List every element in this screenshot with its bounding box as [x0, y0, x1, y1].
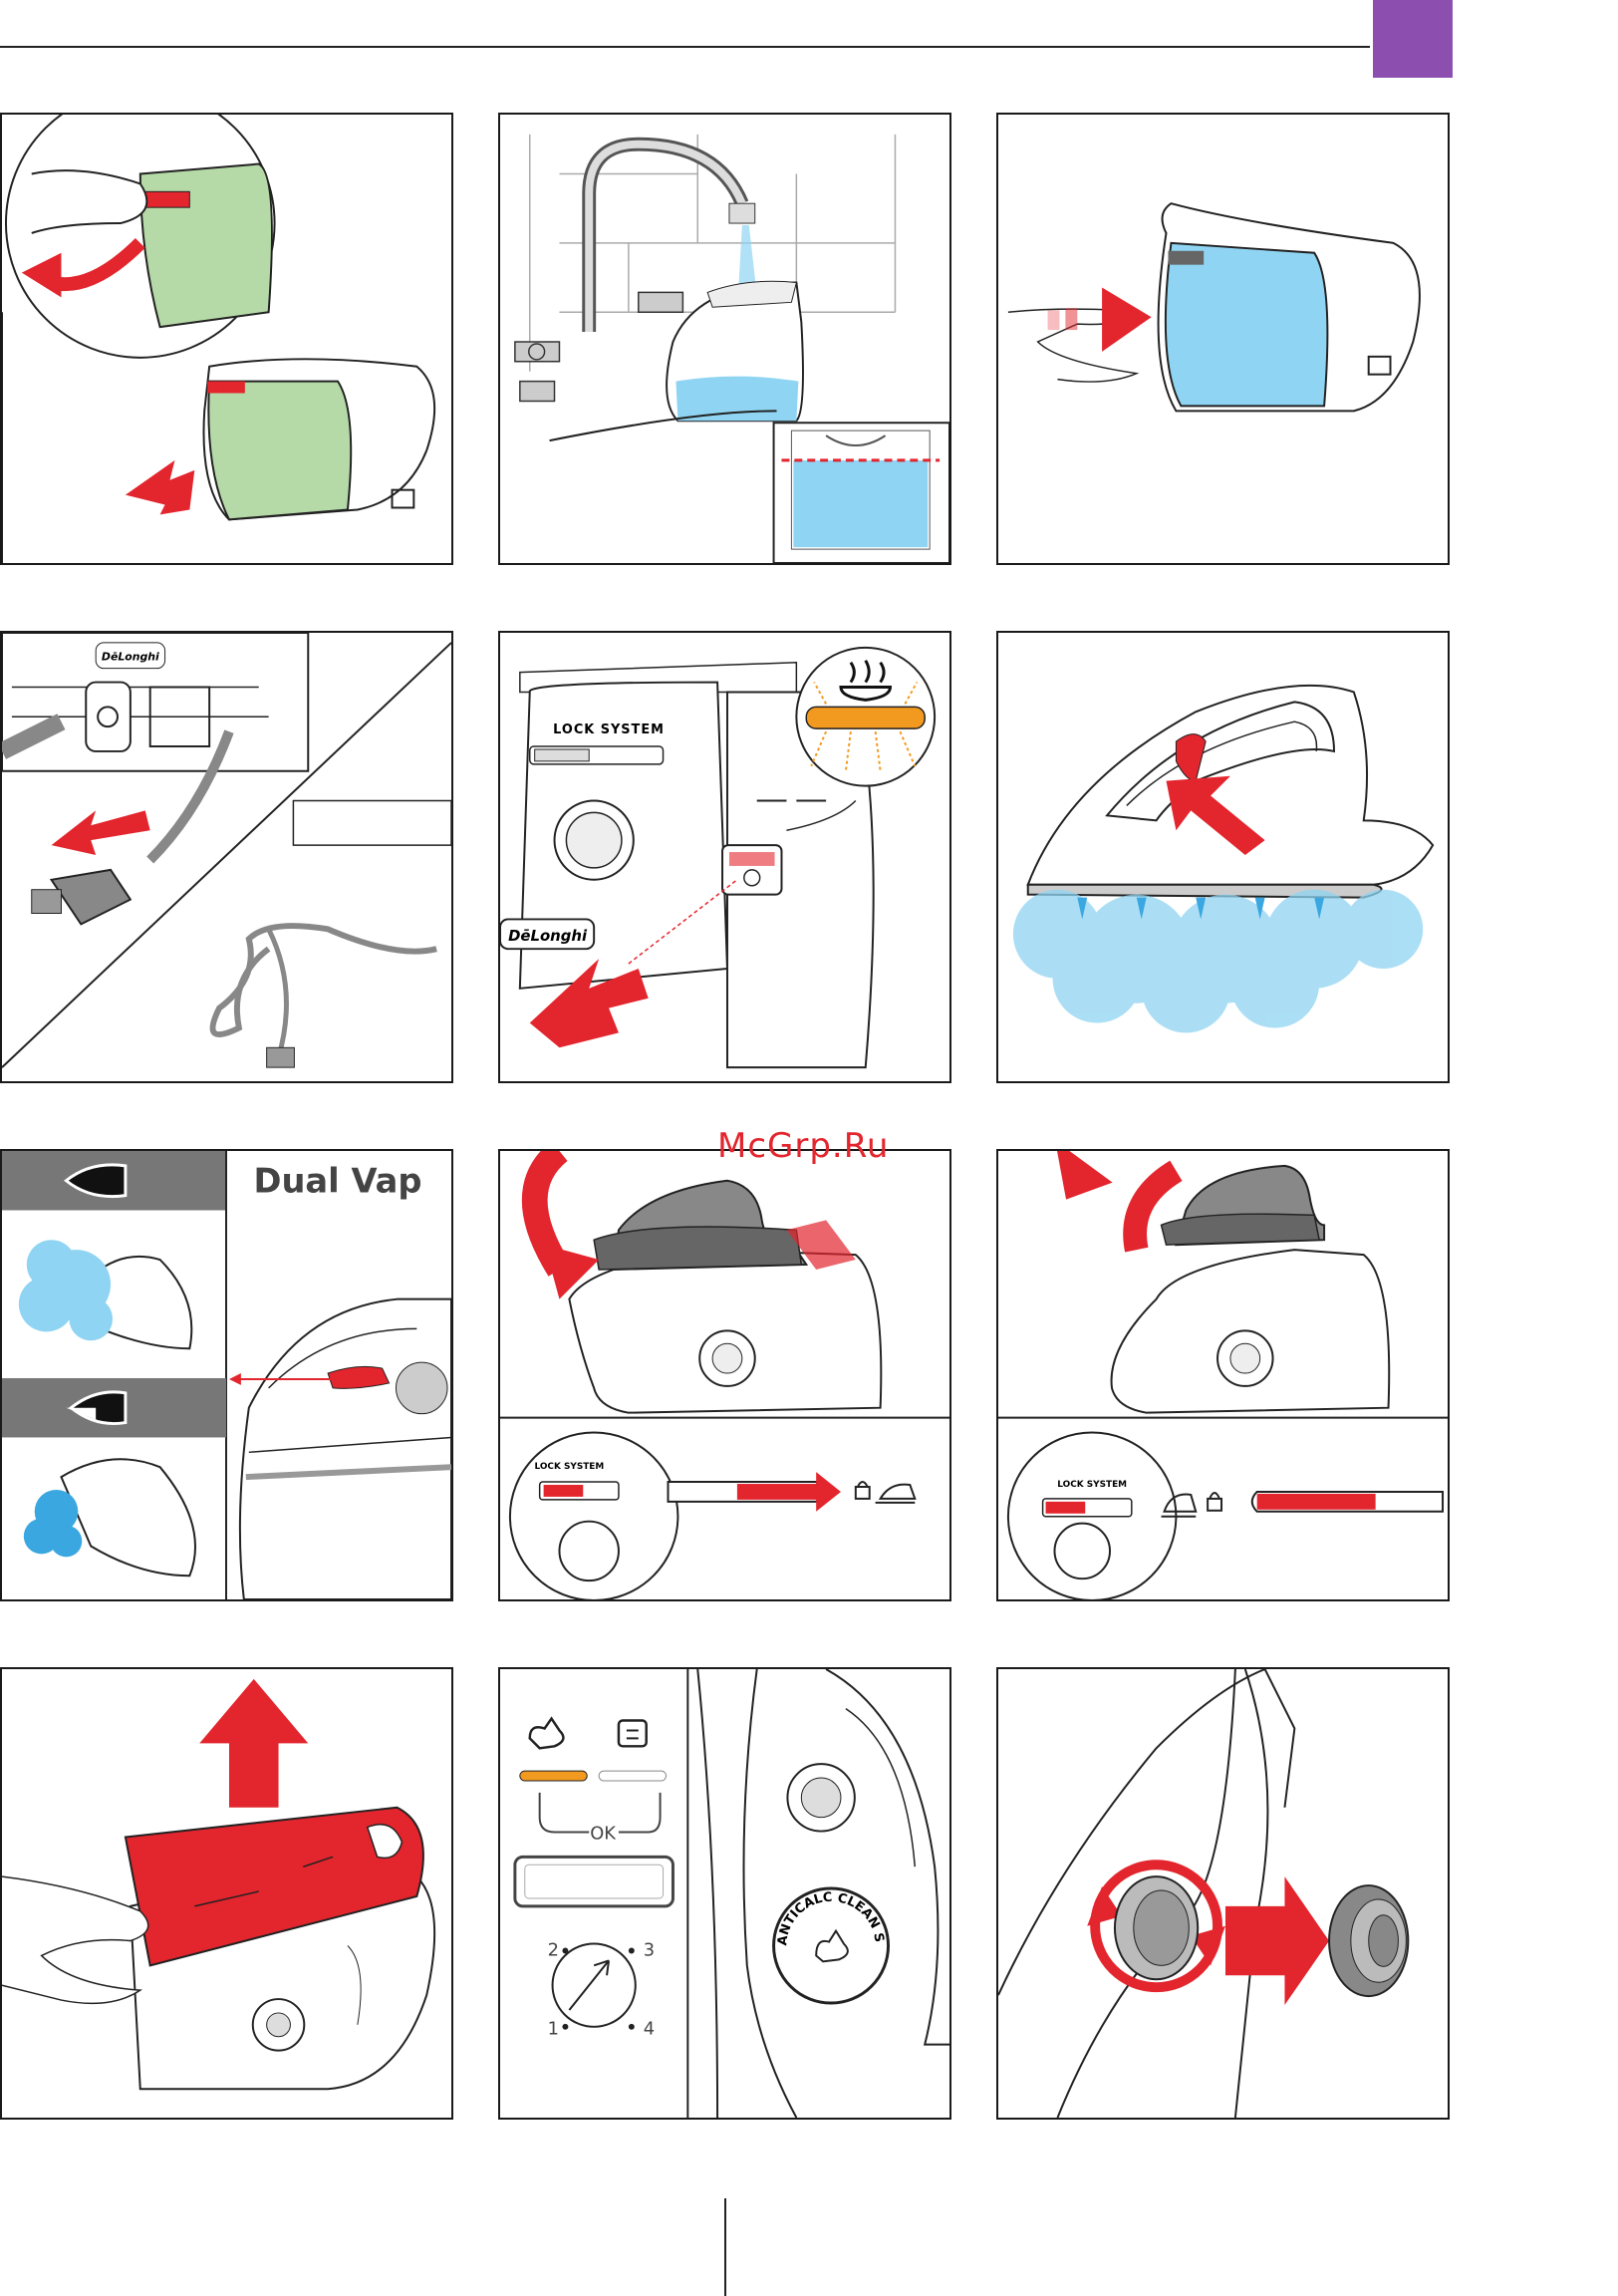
insert-tank-illustration [998, 115, 1448, 563]
panel-dual-vap: Dual Vap [0, 1149, 453, 1601]
fill-water-illustration [500, 115, 949, 563]
ok-label: OK [590, 1823, 617, 1844]
panel-remove-tray [0, 1667, 453, 2120]
anticalc-cap-illustration [998, 1669, 1448, 2118]
dial-label-2: 2 [548, 1939, 559, 1960]
watermark: McGrp.Ru [717, 1126, 889, 1166]
panel-anticalc: OK 2 3 1 4 ANTICALC CLEAN SYSTEM [498, 1667, 951, 2120]
section-tab [1373, 0, 1453, 78]
panel-fill-water [498, 113, 951, 565]
bottom-rule [724, 2198, 726, 2296]
lock-on-illustration: LOCK SYSTEM [500, 1151, 949, 1599]
panel-remove-tank [0, 113, 453, 565]
dial-label-3: 3 [644, 1939, 655, 1960]
lock-system-label: LOCK SYSTEM [1057, 1480, 1127, 1490]
panel-lock-off: LOCK SYSTEM [996, 1149, 1450, 1601]
panel-plug-cable: DēLonghi [0, 631, 453, 1083]
lock-system-label: LOCK SYSTEM [534, 1462, 604, 1472]
steam-iron-illustration [998, 633, 1448, 1081]
anticalc-illustration: OK 2 3 1 4 ANTICALC CLEAN SYSTEM [500, 1669, 949, 2118]
panel-power-on: LOCK SYSTEM DēLonghi [498, 631, 951, 1083]
panel-lock-on: LOCK SYSTEM [498, 1149, 951, 1601]
dial-label-1: 1 [548, 2019, 559, 2040]
plug-cable-illustration: DēLonghi [2, 633, 451, 1081]
brand-logo: DēLonghi [102, 651, 159, 664]
lock-off-illustration: LOCK SYSTEM [998, 1151, 1448, 1599]
lock-system-label: LOCK SYSTEM [553, 722, 665, 737]
power-on-illustration: LOCK SYSTEM DēLonghi [500, 633, 949, 1081]
brand-logo-2: DēLonghi [508, 927, 588, 945]
panel-steam-iron [996, 631, 1450, 1083]
dual-vap-illustration: Dual Vap [2, 1151, 451, 1599]
top-rule [0, 46, 1370, 48]
remove-tank-illustration [2, 115, 451, 563]
dual-vap-logo: Dual Vap [253, 1162, 421, 1201]
panel-anticalc-cap [996, 1667, 1450, 2120]
remove-tray-illustration [2, 1669, 451, 2118]
panel-insert-tank [996, 113, 1450, 565]
dial-label-4: 4 [644, 2019, 655, 2040]
